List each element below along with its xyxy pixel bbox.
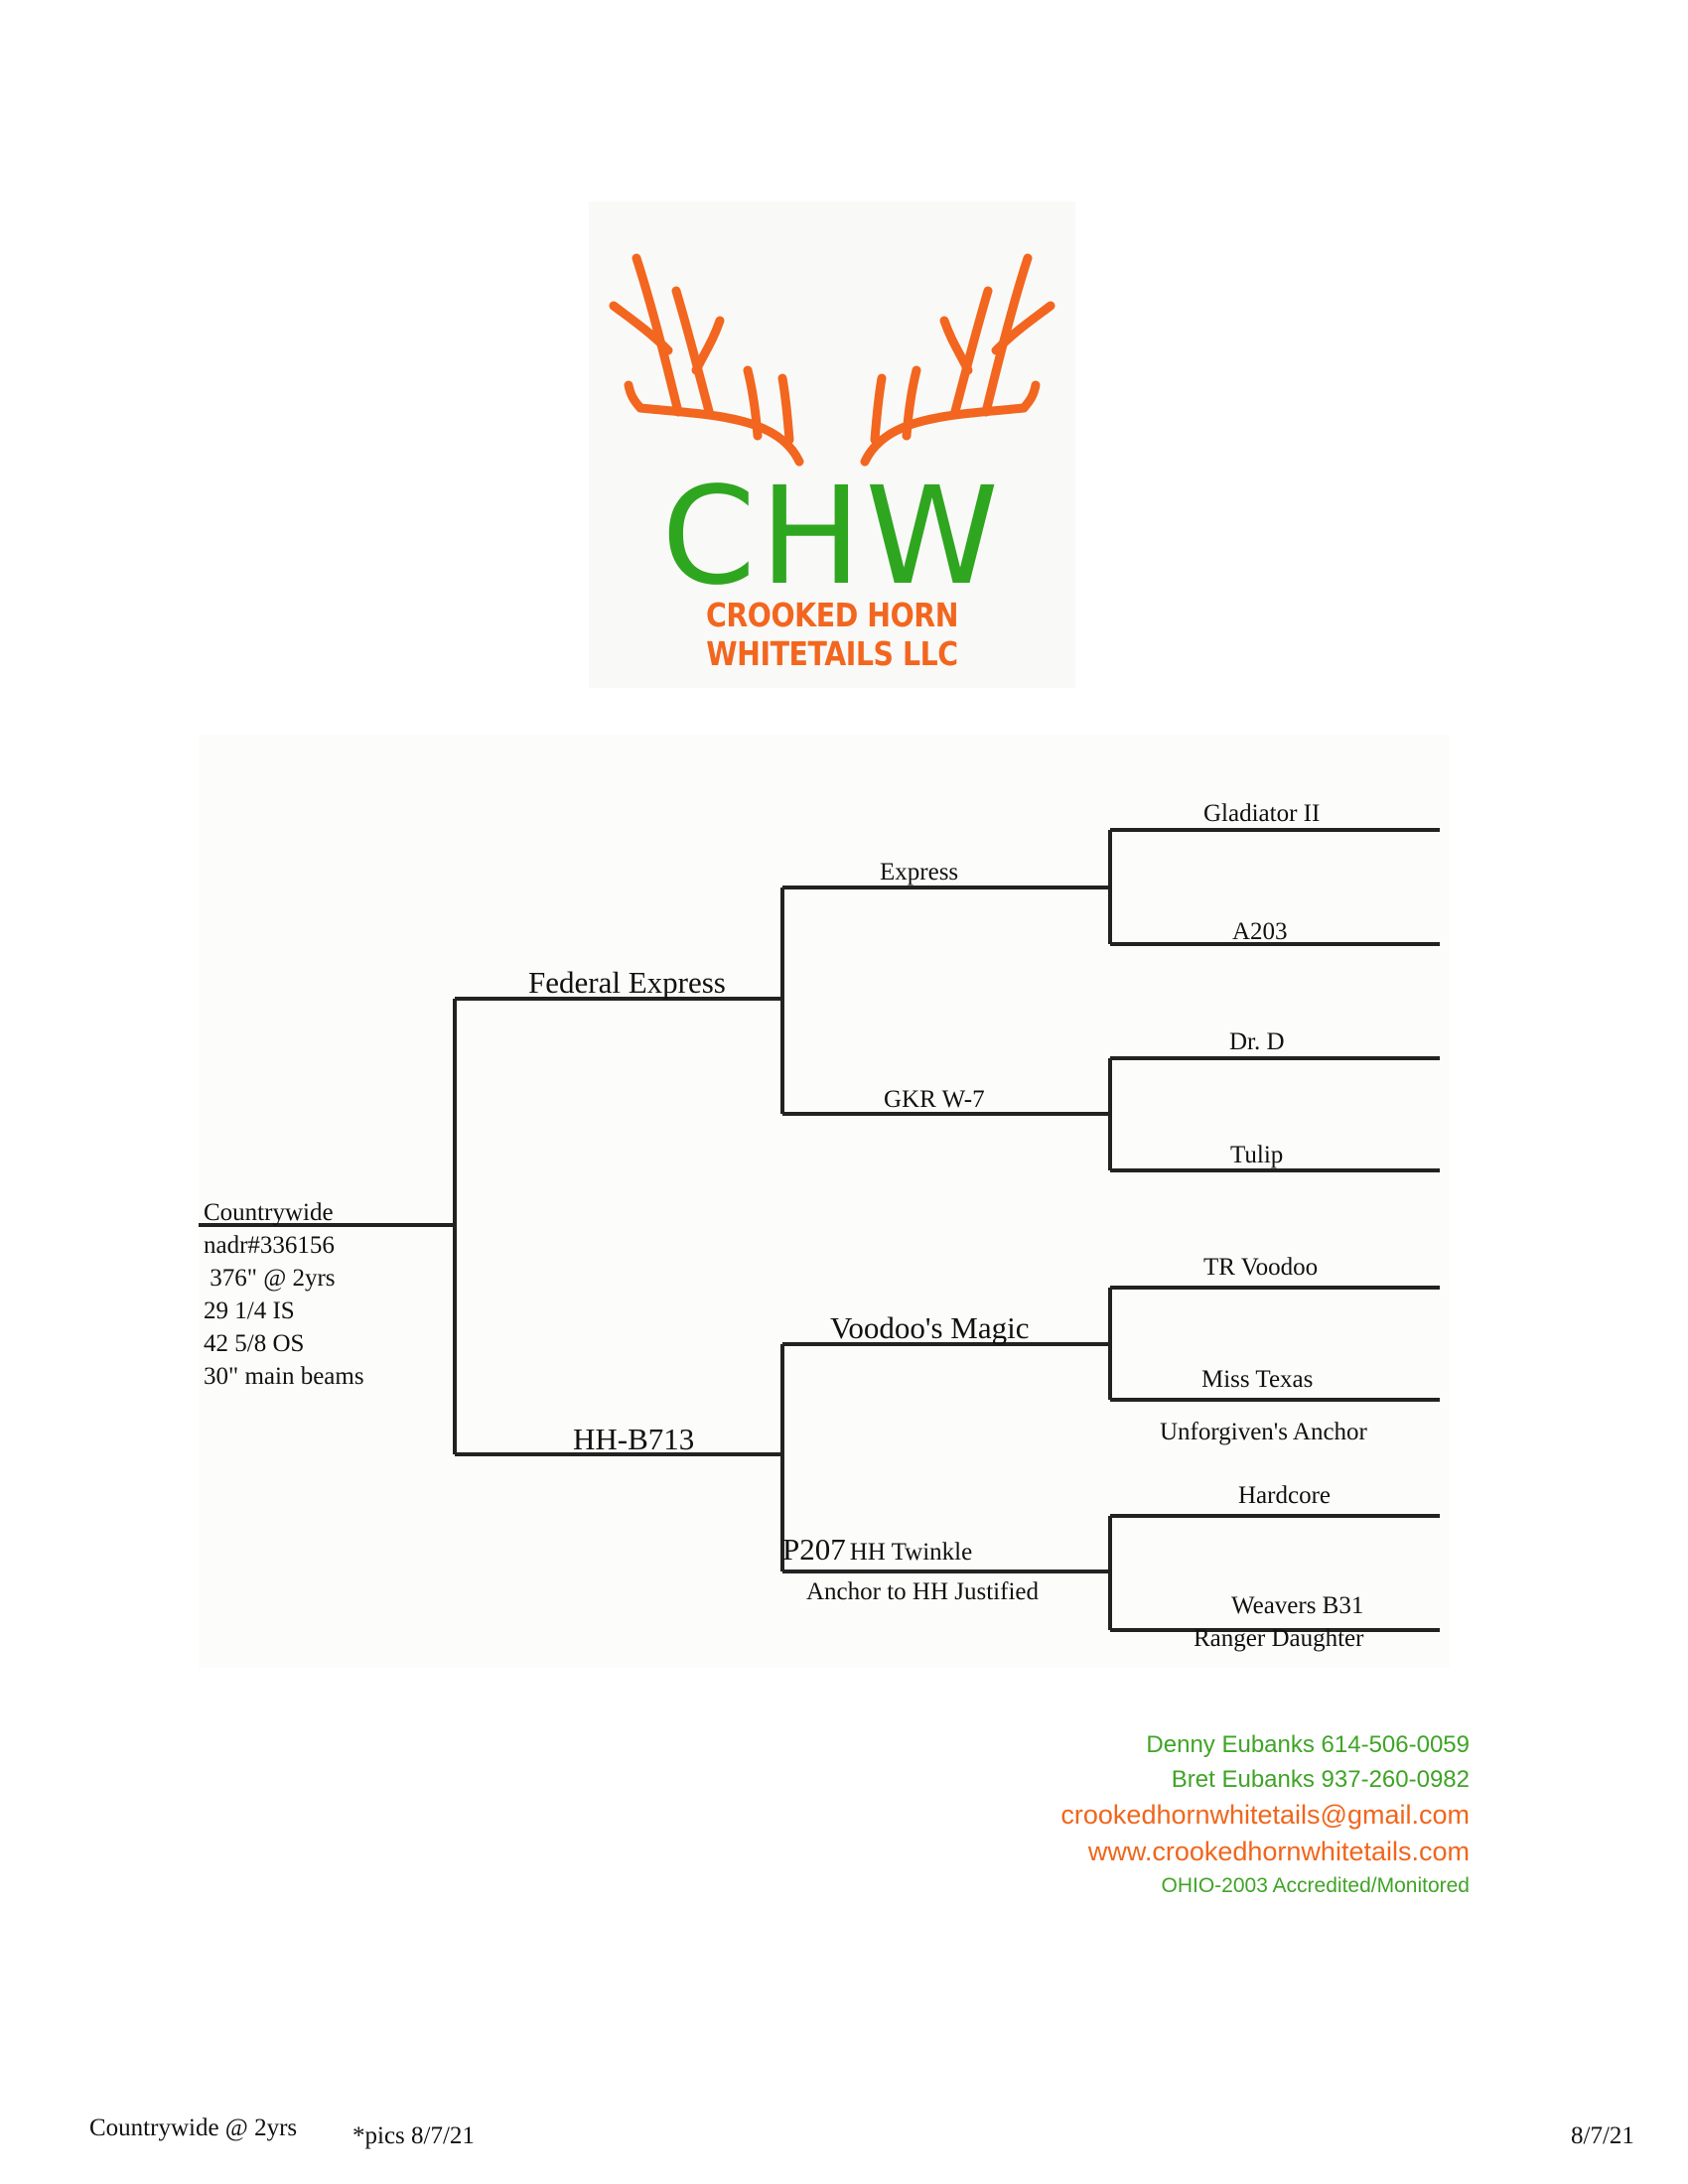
dam-dam-prefix: P207 [782, 1532, 846, 1567]
dam-dam-name: HH Twinkle [849, 1539, 973, 1566]
contact-website-link[interactable]: www.crookedhornwhitetails.com [1087, 1837, 1470, 1866]
dam-dam-label: P207 HH Twinkle [782, 1532, 972, 1568]
ggp-3-name: Dr. D [1229, 1028, 1285, 1055]
logo-company-name: CROOKED HORN WHITETAILS LLC [705, 596, 959, 673]
dam-name: HH-B713 [573, 1422, 695, 1456]
footer-note: *pics 8/7/21 [352, 2122, 475, 2149]
ggp-8-name: Weavers B31 [1231, 1592, 1364, 1619]
subject-detail: nadr#336156 [204, 1232, 335, 1259]
dam-sire-name: Voodoo's Magic [830, 1310, 1030, 1345]
footer-date: 8/7/21 [1571, 2122, 1634, 2149]
pedigree-chart [199, 735, 1450, 1668]
accreditation-text: OHIO-2003 Accredited/Monitored [1161, 1874, 1471, 1897]
ggp-7-name: Hardcore [1238, 1482, 1331, 1509]
footer-title: Countrywide @ 2yrs [89, 2115, 298, 2141]
ggp-6-name: Miss Texas [1201, 1366, 1314, 1393]
ggp-4-name: Tulip [1230, 1142, 1284, 1168]
subject-name: Countrywide [204, 1199, 334, 1226]
subject-info: Countrywide nadr#336156 376" @ 2yrs 29 1… [204, 1196, 364, 1393]
subject-detail: 376" @ 2yrs [204, 1265, 336, 1292]
sire-dam-name: GKR W-7 [884, 1086, 985, 1113]
pedigree-lines [199, 828, 1440, 1632]
sire-name: Federal Express [528, 965, 726, 1000]
logo-letters: CHW [661, 459, 1003, 615]
subject-detail: 42 5/8 OS [204, 1330, 305, 1357]
contact-phone-denny: Denny Eubanks 614-506-0059 [1146, 1731, 1470, 1758]
ggp-5-name: TR Voodoo [1203, 1254, 1319, 1281]
ggp-8-note: Ranger Daughter [1194, 1625, 1364, 1652]
contact-block: Denny Eubanks 614-506-0059 Bret Eubanks … [1060, 1727, 1470, 1902]
sire-sire-name: Express [880, 859, 959, 886]
contact-phone-bret: Bret Eubanks 937-260-0982 [1171, 1766, 1470, 1793]
antlers-icon [609, 253, 1055, 467]
contact-email-link[interactable]: crookedhornwhitetails@gmail.com [1060, 1800, 1470, 1830]
subject-detail: 29 1/4 IS [204, 1297, 295, 1324]
subject-detail: 30" main beams [204, 1363, 364, 1390]
ggp-2-name: A203 [1232, 918, 1288, 945]
dam-dam-note: Anchor to HH Justified [806, 1578, 1039, 1605]
ggp-1-name: Gladiator II [1203, 800, 1321, 827]
ggp-6-note: Unforgiven's Anchor [1160, 1419, 1367, 1445]
company-logo: CHW CROOKED HORN WHITETAILS LLC [589, 202, 1075, 688]
